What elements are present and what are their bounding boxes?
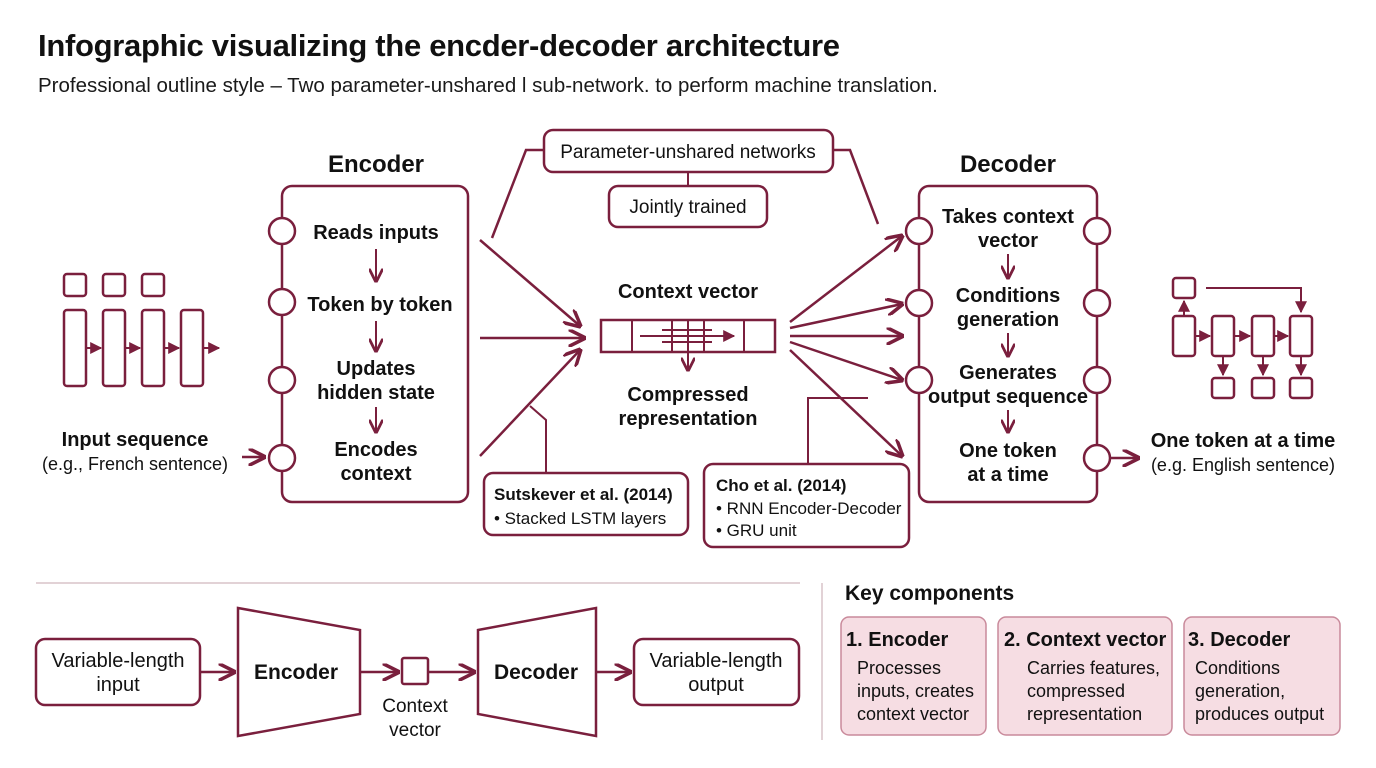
encoder-step-reads: Reads inputs <box>313 222 439 244</box>
encoder-step-updates: Updates <box>337 358 416 380</box>
cho-title: Cho et al. (2014) <box>716 476 846 495</box>
decoder-step-takes: Takes context <box>942 206 1074 228</box>
key-card-line: Carries features, <box>1027 658 1160 678</box>
sutskever-reference-box <box>482 471 690 537</box>
context-to-decoder-arrow <box>789 236 902 323</box>
key-card-decoder <box>1183 616 1341 736</box>
page-subtitle: Professional outline style – Two paramet… <box>38 74 938 97</box>
key-components-heading: Key components <box>845 582 1014 605</box>
decoder-ports <box>904 216 1112 473</box>
decoder-step-vector: vector <box>978 230 1038 252</box>
input-sequence-example: (e.g., French sentence) <box>42 454 228 474</box>
key-card-line: produces output <box>1195 704 1324 724</box>
param-link-left <box>490 148 544 239</box>
parameter-unshared-label: Parameter-unshared networks <box>560 142 816 163</box>
variable-length-output-line1: Variable-length <box>649 650 782 672</box>
encoder-step-context: context <box>340 463 411 485</box>
key-card-line: representation <box>1027 704 1142 724</box>
context-caption-line1: Compressed <box>627 384 748 406</box>
variable-length-output-box <box>632 637 801 707</box>
encoder-to-context-arrow <box>479 350 580 457</box>
key-card-line: context vector <box>857 704 969 724</box>
key-card-title: 1. Encoder <box>846 629 948 651</box>
key-card-line: Processes <box>857 658 941 678</box>
encoder-to-context-arrow <box>479 239 580 326</box>
cho-connector <box>807 397 868 464</box>
key-card-title: 2. Context vector <box>1004 629 1166 651</box>
context-to-decoder-arrow <box>789 340 902 380</box>
decoder-step-output: output sequence <box>928 386 1088 408</box>
bottom-encoder-label: Encoder <box>254 661 338 684</box>
context-vector-icon <box>599 318 777 354</box>
key-card-line: generation, <box>1195 681 1285 701</box>
decoder-step-conditions: Conditions <box>956 285 1060 307</box>
key-card-encoder <box>840 616 987 736</box>
cho-item: • RNN Encoder-Decoder <box>716 499 902 518</box>
bottom-context-line1: Context <box>382 696 448 717</box>
output-title: One token at a time <box>1151 430 1336 452</box>
input-sequence-icon <box>62 272 221 388</box>
bottom-context-line2: vector <box>389 720 441 741</box>
sutskever-item: • Stacked LSTM layers <box>494 509 666 528</box>
decoder-step-generation: generation <box>957 309 1059 331</box>
decoder-step-generates: Generates <box>959 362 1057 384</box>
variable-length-output-line2: output <box>688 674 744 696</box>
context-to-decoder-arrow <box>789 349 902 456</box>
sutskever-connector <box>529 405 547 476</box>
output-sequence-icon <box>1171 276 1314 400</box>
variable-length-input-line2: input <box>96 674 140 696</box>
encoder-ports <box>267 216 297 473</box>
cho-reference-box <box>702 462 911 549</box>
key-card-line: compressed <box>1027 681 1125 701</box>
input-sequence-title: Input sequence <box>62 429 209 451</box>
context-caption-line2: representation <box>619 408 758 430</box>
key-card-line: Conditions <box>1195 658 1280 678</box>
page-title: Infographic visualizing the encder-decod… <box>38 28 840 63</box>
context-vector-title: Context vector <box>618 281 758 303</box>
key-card-title: 3. Decoder <box>1188 629 1290 651</box>
output-example: (e.g. English sentence) <box>1151 455 1335 475</box>
param-link-right <box>833 148 880 225</box>
key-card-line: inputs, creates <box>857 681 974 701</box>
decoder-heading: Decoder <box>960 151 1056 178</box>
bottom-encoder-trapezoid <box>236 606 362 738</box>
encoder-step-encodes: Encodes <box>334 439 417 461</box>
encoder-step-hidden: hidden state <box>317 382 435 404</box>
decoder-step-at-a-time: at a time <box>967 464 1048 486</box>
key-card-context-vector <box>997 616 1173 736</box>
bottom-context-vector-square <box>400 656 430 686</box>
variable-length-input-line1: Variable-length <box>51 650 184 672</box>
jointly-trained-label: Jointly trained <box>629 197 746 218</box>
bottom-decoder-trapezoid <box>476 606 598 738</box>
sutskever-title: Sutskever et al. (2014) <box>494 485 673 504</box>
decoder-step-one-token: One token <box>959 440 1057 462</box>
encoder-step-token: Token by token <box>307 294 452 316</box>
bottom-decoder-label: Decoder <box>494 661 578 684</box>
cho-item: • GRU unit <box>716 521 797 540</box>
encoder-heading: Encoder <box>328 151 424 178</box>
context-to-decoder-arrow <box>789 304 902 330</box>
